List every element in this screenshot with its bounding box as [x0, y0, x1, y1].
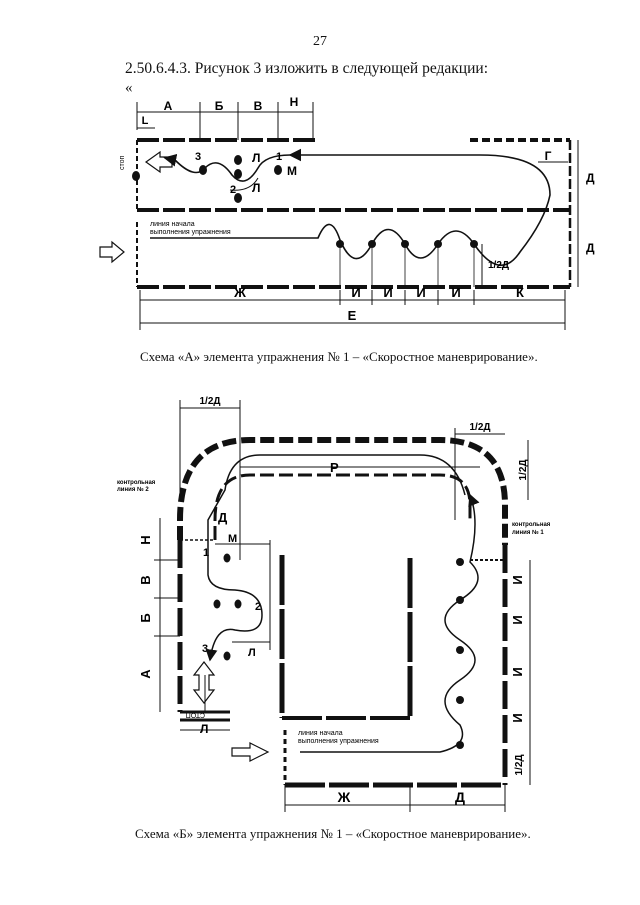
dim-zh: Ж: [233, 285, 246, 300]
scheme-a-bottom-dimensions: Ж И И И И К Е: [139, 285, 566, 330]
dim-zh-b: Ж: [337, 789, 351, 805]
scheme-a-route: [150, 148, 551, 267]
gate-b-1: 1: [203, 547, 209, 559]
scheme-a-right-dimensions: Г Д Д 1/2Д М Л Л 1 2 3 стоп линия начала…: [119, 140, 595, 287]
control-line-2-a: контрольная: [117, 480, 156, 486]
dim-i-4: И: [451, 285, 460, 300]
gate-b-2: 2: [255, 601, 261, 613]
dim-l-small-1: Л: [252, 151, 260, 165]
scheme-a-caption: Схема «А» элемента упражнения № 1 – «Ско…: [140, 349, 538, 364]
dim-e: Е: [348, 308, 357, 323]
dim-d-b: Д: [455, 789, 465, 805]
gate-1: 1: [276, 151, 282, 163]
dim-d-upper: Д: [586, 171, 595, 185]
dim-half-d-left: 1/2Д: [199, 396, 220, 407]
scheme-b-route: [204, 454, 480, 753]
scheme-b-dimensions: 1/2Д 1/2Д 1/2Д Р Д М контрольная линия №…: [117, 396, 551, 812]
scheme-a-lanes: [136, 138, 572, 289]
dim-m-b: М: [228, 533, 237, 545]
dim-l: L: [142, 115, 149, 127]
dim-i-b-2: И: [510, 615, 525, 624]
dim-k: К: [516, 285, 524, 300]
dim-i-b-4: И: [510, 713, 525, 722]
stop-label: стоп: [119, 155, 126, 170]
control-line-2-b: линия № 2: [117, 486, 149, 493]
opening-quote: «: [125, 80, 133, 96]
dim-l-b-bottom: Л: [200, 722, 208, 736]
dim-i-b-3: И: [510, 667, 525, 676]
dim-b-b: Б: [138, 613, 153, 622]
dim-p: Р: [330, 460, 339, 475]
dim-i-3: И: [416, 285, 425, 300]
dim-v-b: В: [138, 575, 153, 584]
dim-a: А: [164, 99, 173, 113]
dim-a-b: А: [138, 669, 153, 679]
dim-g: Г: [545, 149, 552, 163]
dim-half-d-right: 1/2Д: [469, 422, 490, 433]
dim-n-b: Н: [138, 535, 153, 544]
dim-v: В: [254, 99, 263, 113]
dim-b: Б: [215, 99, 224, 113]
dim-i-1: И: [351, 285, 360, 300]
dim-n: Н: [290, 95, 299, 109]
gate-b-3: 3: [202, 643, 208, 655]
start-line-label-2: выполнения упражнения: [150, 229, 231, 236]
scheme-b-diagram: [177, 437, 508, 788]
dim-half-d: 1/2Д: [488, 260, 509, 271]
dim-d-lower: Д: [586, 241, 595, 255]
dim-i-b-1: И: [510, 575, 525, 584]
page-number: 27: [313, 34, 327, 49]
start-line-label-1: линия начала: [150, 221, 195, 228]
control-line-1-a: контрольная: [512, 522, 551, 528]
start-line-b-1: линия начала: [298, 730, 343, 737]
scheme-a-entry-arrow: [99, 150, 173, 264]
scheme-a-top-dimensions: А Б В Н L: [136, 95, 314, 140]
dim-l-b-small: Л: [248, 647, 256, 659]
stop-label-b: СТОП: [186, 711, 205, 718]
gate-3: 3: [195, 151, 201, 163]
dim-half-d-bottom: 1/2Д: [514, 754, 525, 775]
scheme-b-arrows: [192, 661, 270, 762]
dim-m: М: [287, 164, 297, 178]
start-line-b-2: выполнения упражнения: [298, 738, 379, 745]
dim-half-d-side: 1/2Д: [518, 459, 529, 480]
dim-i-2: И: [383, 285, 392, 300]
gate-2: 2: [230, 184, 236, 196]
scheme-b-caption: Схема «Б» элемента упражнения № 1 – «Ско…: [135, 826, 531, 841]
dim-d-inner: Д: [218, 510, 228, 525]
section-heading: 2.50.6.4.3. Рисунок 3 изложить в следующ…: [125, 60, 489, 77]
control-line-1-b: линия № 1: [512, 529, 544, 536]
dim-l-small-2: Л: [252, 181, 260, 195]
